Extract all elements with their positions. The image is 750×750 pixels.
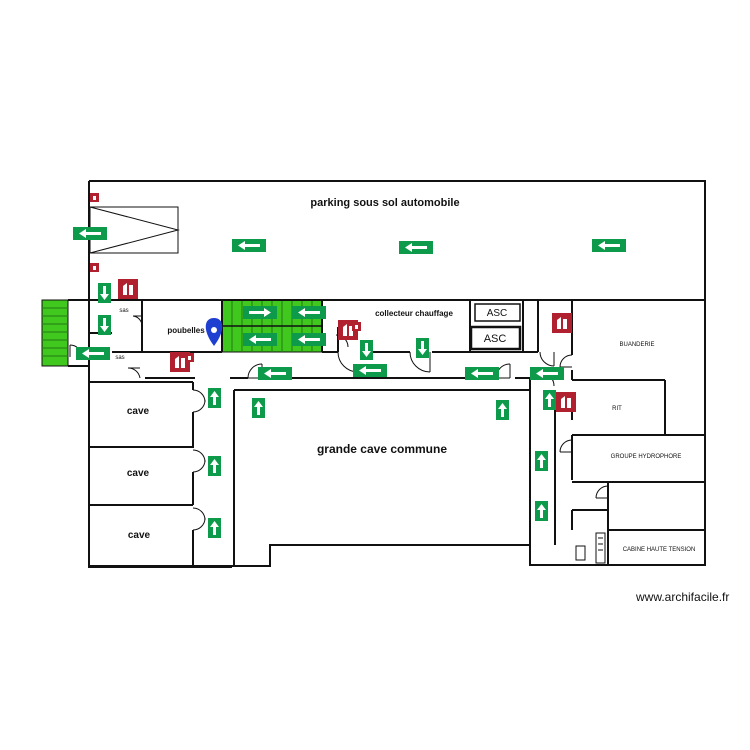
door-swing-icon [127,367,141,379]
door-swing-icon [559,354,573,368]
exit-arrow-sign-icon [535,451,548,471]
fire-equipment-sign-icon [90,193,99,202]
exit-arrow-sign-icon [496,400,509,420]
exit-arrow-sign-icon [73,227,107,240]
exit-arrow-sign-icon [535,501,548,521]
room-label-sas-top: sas [119,308,128,314]
exit-arrow-sign-icon [543,390,556,410]
exit-arrow-sign-icon [292,333,326,346]
door-swing-icon [132,315,143,327]
exit-arrow-sign-icon [465,367,499,380]
elevator-label-1: ASC [487,308,508,319]
exit-arrow-sign-icon [353,364,387,377]
door-swing-icon [559,439,573,453]
room-label-grande-cave: grande cave commune [317,442,447,456]
room-label-rit: RIT [612,406,622,412]
fire-equipment-sign-icon [90,263,99,272]
exit-arrow-sign-icon [208,388,221,408]
exit-arrow-sign-icon [292,306,326,319]
room-label-poubelles: poubelles [167,326,205,335]
room-label-cave-1: cave [127,406,150,417]
door-swing-icon [192,507,206,531]
door-swing-icon [192,449,206,473]
cabine-equipment-icon [575,532,606,564]
exit-arrow-sign-icon [252,398,265,418]
door-swing-icon [539,351,555,367]
elevator-label-2: ASC [484,333,507,345]
exit-arrow-sign-icon [360,340,373,360]
room-label-cave-3: cave [128,530,151,541]
room-label-groupe-hydrophore: GROUPE HYDROPHORE [611,454,682,460]
fire-equipment-sign-icon [352,322,361,331]
exit-arrow-sign-icon [243,306,277,319]
room-label-cabine-haute-tension: CABINE HAUTE TENSION [623,547,696,553]
fire-equipment-sign-icon [552,313,572,333]
exit-arrow-sign-icon [399,241,433,254]
door-swing-icon [409,351,431,373]
exit-arrow-sign-icon [258,367,292,380]
door-swing-icon [192,389,206,413]
exit-arrow-sign-icon [76,347,110,360]
external-staircase-icon [41,299,69,367]
fire-equipment-sign-icon [556,392,576,412]
fire-equipment-sign-icon [185,353,194,362]
door-swing-icon [595,485,609,499]
exit-arrow-sign-icon [208,518,221,538]
fire-equipment-sign-icon [118,279,138,299]
room-label-buanderie: BUANDERIE [619,342,654,348]
room-label-collecteur: collecteur chauffage [375,309,453,318]
exit-arrow-sign-icon [98,315,111,335]
exit-arrow-sign-icon [243,333,277,346]
exit-arrow-sign-icon [592,239,626,252]
exit-arrow-sign-icon [98,283,111,303]
elevator-asc-1: ASC [474,303,521,322]
room-label-sas-bottom: sas [115,355,124,361]
extinguisher-icon [205,318,223,346]
exit-arrow-sign-icon [530,367,564,380]
watermark[interactable]: www.archifacile.fr [636,590,730,604]
room-label-cave-2: cave [127,468,150,479]
room-label-parking: parking sous sol automobile [310,197,459,209]
exit-arrow-sign-icon [208,456,221,476]
exit-arrow-sign-icon [232,239,266,252]
elevator-asc-2: ASC [469,325,522,351]
exit-arrow-sign-icon [416,338,429,358]
